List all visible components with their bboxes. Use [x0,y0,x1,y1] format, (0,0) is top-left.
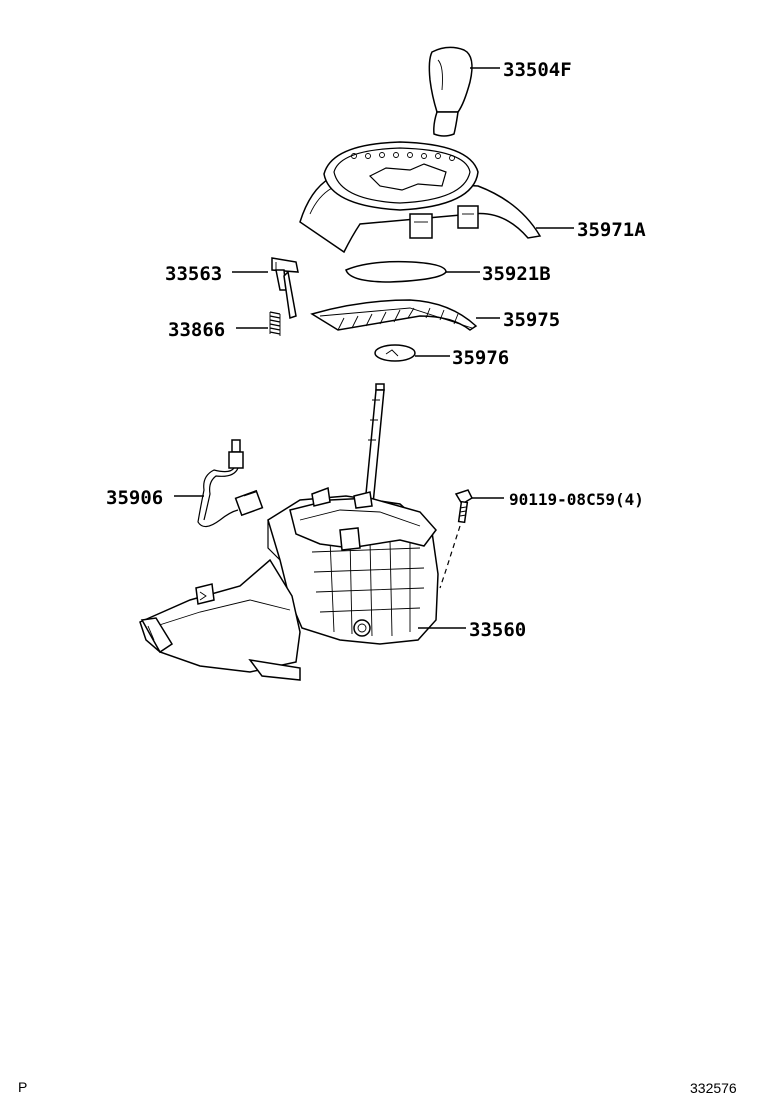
lock-pin-part [271,257,299,319]
part-label-wire-harness: 35906 [106,487,163,509]
bulb-part [374,344,416,362]
shift-knob-part [428,46,473,137]
diagram-number: 332576 [690,1080,737,1096]
part-label-knob: 33504F [503,59,572,81]
part-label-bolt: 90119-08C59(4) [509,490,644,509]
part-label-cover: 35971A [577,219,646,241]
indicator-part [310,299,478,331]
wire-harness-part [197,439,264,528]
part-label-bracket: 33560 [469,619,526,641]
part-label-spring: 33866 [168,319,225,341]
shift-lever-bracket-part [139,383,439,681]
shift-cover-part [299,141,542,254]
part-label-bulb: 35976 [452,347,509,369]
part-label-indicator: 35975 [503,309,560,331]
part-label-plate: 35921B [482,263,551,285]
bolt-part [454,489,473,524]
spring-part [269,311,281,336]
part-label-lock-pin: 33563 [165,263,222,285]
plate-part [345,260,447,283]
footer-left-code: P [18,1079,27,1095]
